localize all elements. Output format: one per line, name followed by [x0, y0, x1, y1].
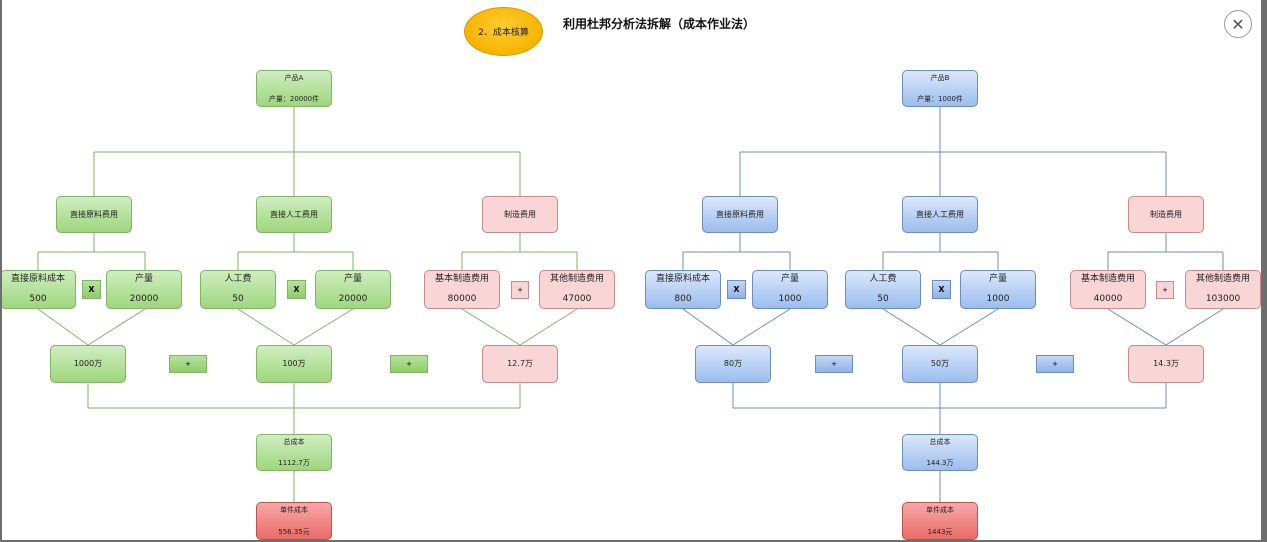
dm-cost-node-a: 直接原料成本 500	[0, 270, 76, 309]
dl-total-node-b: 50万	[902, 345, 978, 383]
labor-cost-label: 人工费	[224, 274, 252, 284]
mfg-total-value: 14.3万	[1153, 359, 1179, 369]
times-operator: X	[727, 280, 746, 299]
plus-operator: +	[815, 355, 853, 373]
labor-cost-value: 50	[232, 294, 244, 305]
plus-operator: +	[1156, 281, 1174, 299]
qty-label: 产量	[780, 274, 799, 284]
section-badge: 2、成本核算	[464, 7, 543, 56]
unit-cost-node-b: 单件成本 1443元	[902, 502, 978, 540]
unit-cost-label: 单件成本	[280, 506, 308, 514]
dm-total-value: 1000万	[73, 359, 103, 369]
basic-mfg-value: 40000	[1093, 294, 1123, 305]
times-operator: X	[82, 280, 101, 299]
manufacturing-label: 制造费用	[1150, 209, 1182, 219]
times-operator: X	[932, 280, 951, 299]
times-operator: X	[287, 280, 306, 299]
total-cost-label: 总成本	[283, 438, 305, 446]
dl-total-node-a: 100万	[256, 345, 332, 383]
basic-mfg-label: 基本制造费用	[434, 274, 489, 284]
qty-label: 产量	[134, 274, 153, 284]
qty-value: 20000	[338, 294, 368, 305]
unit-cost-label: 单件成本	[926, 506, 954, 514]
unit-cost-value: 556.35元	[278, 527, 310, 536]
dl-qty-node-b: 产量 1000	[960, 270, 1036, 309]
product-a-output: 产量：20000件	[268, 94, 320, 103]
dm-total-node-b: 80万	[695, 345, 771, 383]
mfg-total-node-a: 12.7万	[482, 345, 558, 383]
total-cost-label: 总成本	[929, 438, 951, 446]
dl-qty-node-a: 产量 20000	[315, 270, 391, 309]
basic-mfg-value: 80000	[447, 294, 477, 305]
other-mfg-node-a: 其他制造费用 47000	[539, 270, 615, 309]
labor-cost-label: 人工费	[869, 274, 897, 284]
other-mfg-node-b: 其他制造费用 103000	[1185, 270, 1261, 309]
direct-material-node-a: 直接原料费用	[56, 196, 132, 233]
dm-total-node-a: 1000万	[50, 345, 126, 383]
plus-operator: +	[1036, 355, 1074, 373]
basic-mfg-node-a: 基本制造费用 80000	[424, 270, 500, 309]
qty-value: 20000	[129, 294, 159, 305]
labor-cost-value: 50	[877, 294, 889, 305]
unit-cost-value: 1443元	[927, 527, 953, 536]
dm-cost-label: 直接原料成本	[655, 274, 710, 284]
other-mfg-value: 47000	[562, 294, 592, 305]
manufacturing-node-a: 制造费用	[482, 196, 558, 233]
product-a-node: 产品A 产量：20000件	[256, 70, 332, 107]
dl-total-value: 100万	[282, 359, 306, 369]
mfg-total-node-b: 14.3万	[1128, 345, 1204, 383]
basic-mfg-node-b: 基本制造费用 40000	[1070, 270, 1146, 309]
direct-material-label: 直接原料费用	[716, 209, 764, 219]
dm-cost-label: 直接原料成本	[10, 274, 65, 284]
other-mfg-label: 其他制造费用	[549, 274, 604, 284]
qty-label: 产量	[988, 274, 1007, 284]
direct-material-node-b: 直接原料费用	[702, 196, 778, 233]
other-mfg-value: 103000	[1205, 294, 1241, 305]
dm-total-value: 80万	[723, 359, 743, 369]
total-cost-node-a: 总成本 1112.7万	[256, 434, 332, 471]
direct-labor-label: 直接人工费用	[270, 209, 318, 219]
diagram-title: 利用杜邦分析法拆解（成本作业法）	[563, 17, 756, 31]
qty-value: 1000	[778, 294, 802, 305]
dl-total-value: 50万	[930, 359, 950, 369]
product-a-name: 产品A	[284, 74, 304, 82]
basic-mfg-label: 基本制造费用	[1080, 274, 1135, 284]
manufacturing-node-b: 制造费用	[1128, 196, 1204, 233]
direct-labor-node-b: 直接人工费用	[902, 196, 978, 233]
total-cost-node-b: 总成本 144.3万	[902, 434, 978, 471]
mfg-total-value: 12.7万	[507, 359, 533, 369]
product-b-node: 产品B 产量：1000件	[902, 70, 978, 107]
total-cost-value: 1112.7万	[278, 458, 310, 467]
direct-labor-label: 直接人工费用	[916, 209, 964, 219]
qty-value: 1000	[986, 294, 1010, 305]
dm-qty-node-b: 产量 1000	[752, 270, 828, 309]
manufacturing-label: 制造费用	[504, 209, 536, 219]
close-icon[interactable]: ✕	[1224, 10, 1252, 38]
product-b-name: 产品B	[930, 74, 950, 82]
other-mfg-label: 其他制造费用	[1195, 274, 1250, 284]
dm-cost-value: 500	[29, 294, 47, 305]
direct-labor-node-a: 直接人工费用	[256, 196, 332, 233]
direct-material-label: 直接原料费用	[70, 209, 118, 219]
dm-cost-node-b: 直接原料成本 800	[645, 270, 721, 309]
labor-cost-node-b: 人工费 50	[845, 270, 921, 309]
unit-cost-node-a: 单件成本 556.35元	[256, 502, 332, 540]
labor-cost-node-a: 人工费 50	[200, 270, 276, 309]
plus-operator: +	[511, 281, 529, 299]
product-b-output: 产量：1000件	[917, 94, 963, 103]
dm-qty-node-a: 产量 20000	[106, 270, 182, 309]
qty-label: 产量	[343, 274, 362, 284]
dm-cost-value: 800	[674, 294, 692, 305]
plus-operator: +	[390, 355, 428, 373]
total-cost-value: 144.3万	[926, 458, 954, 467]
plus-operator: +	[169, 355, 207, 373]
